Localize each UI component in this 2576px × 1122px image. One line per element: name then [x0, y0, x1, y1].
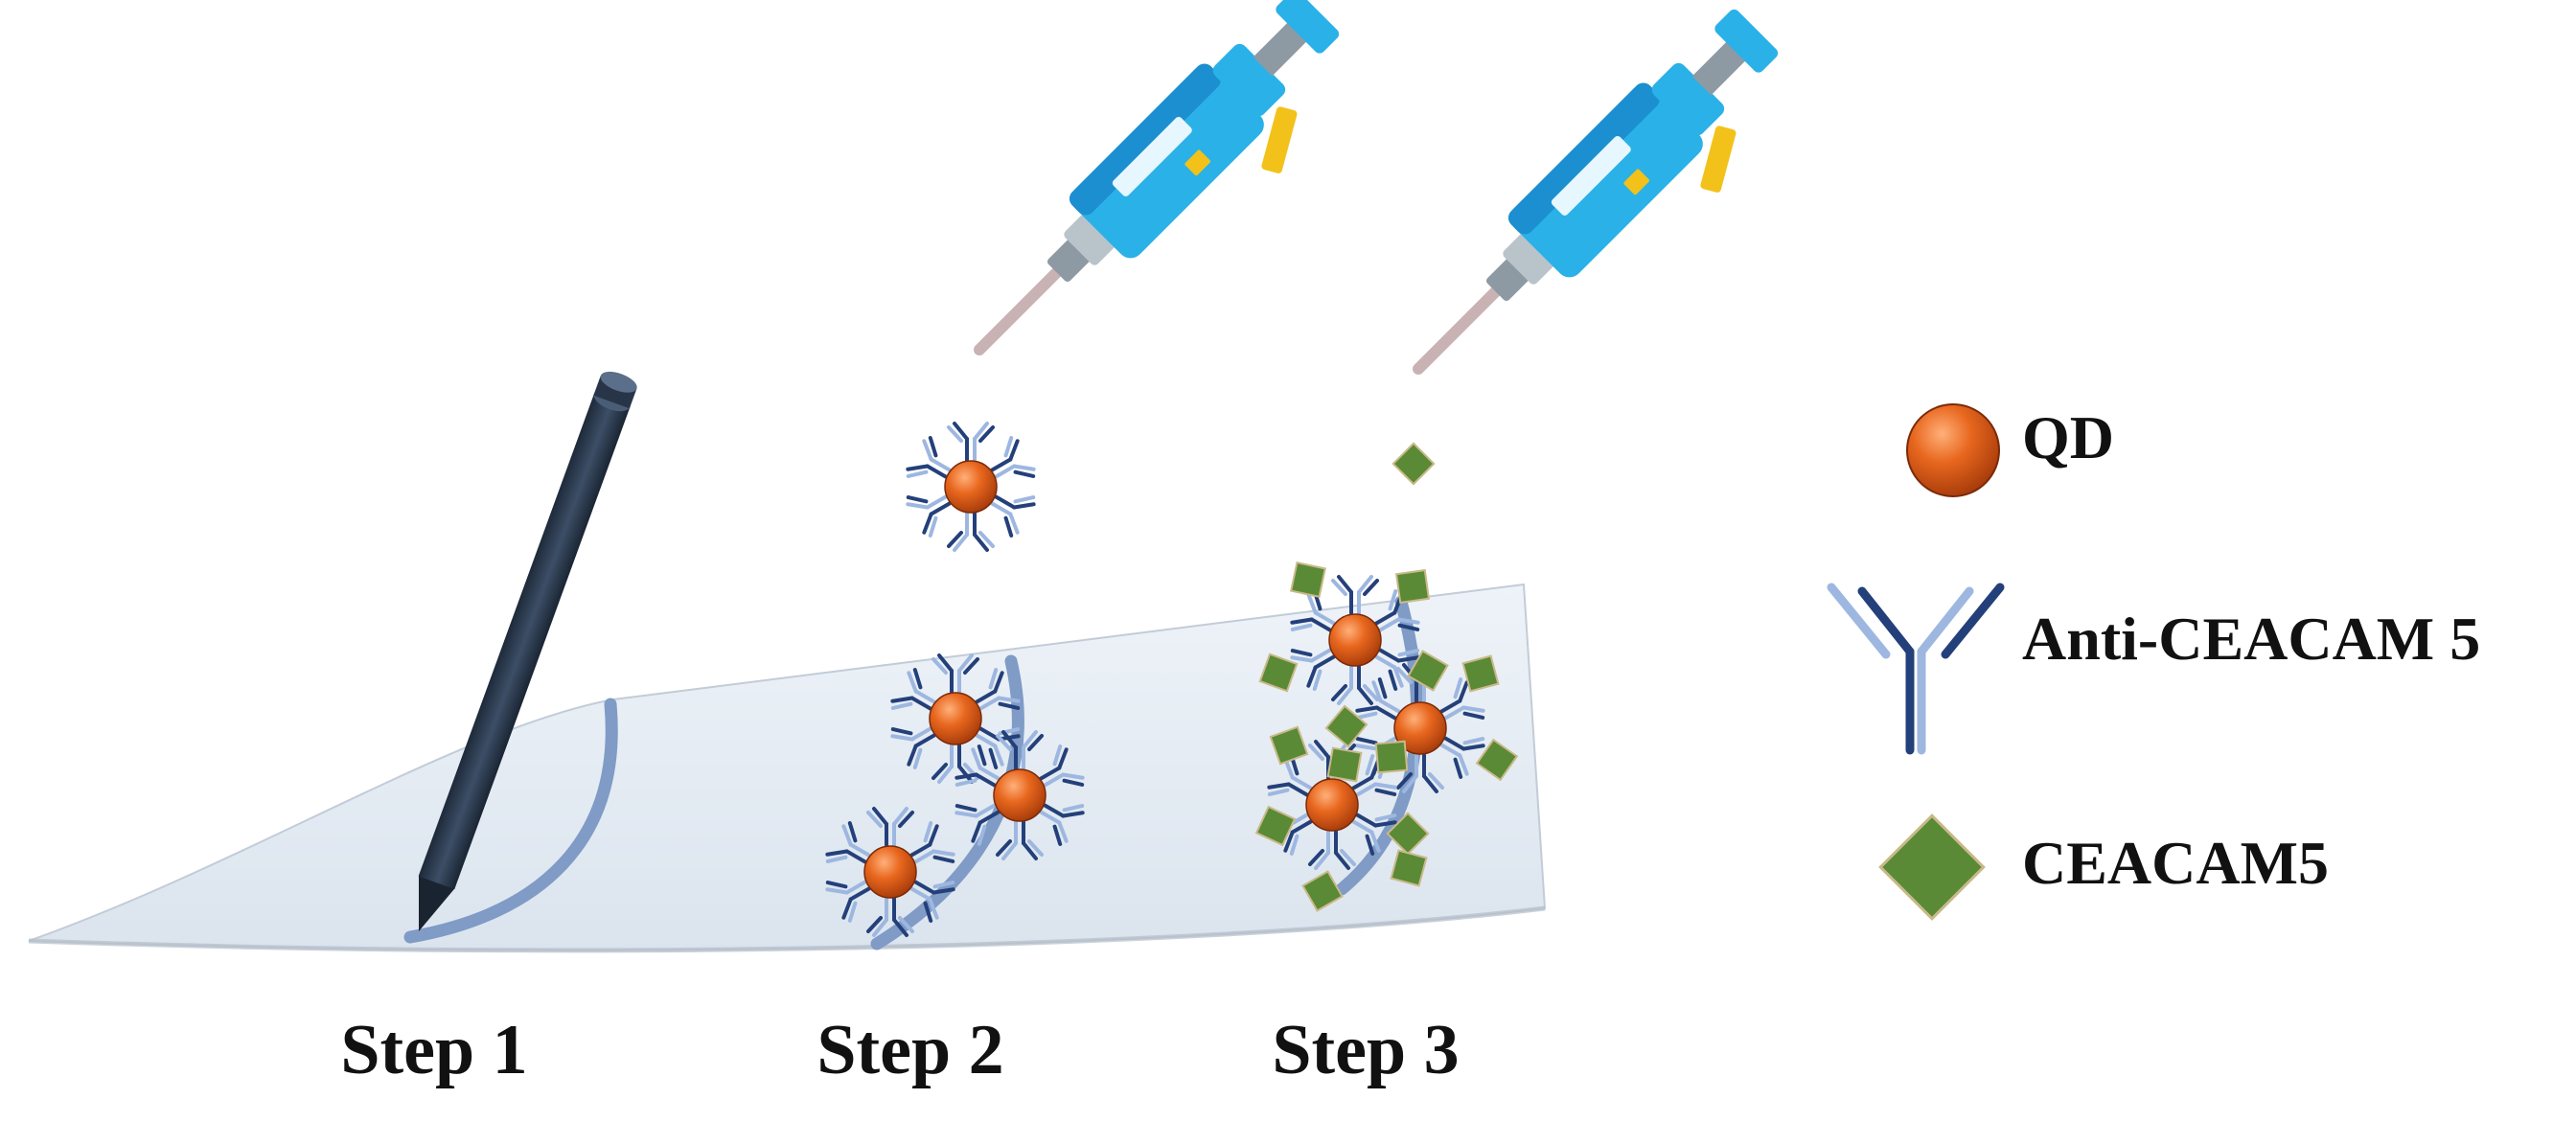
- quantum-dot-icon: [1906, 403, 2000, 497]
- legend-item-antigen: CEACAM5: [1878, 813, 2329, 921]
- pencil-trace: [403, 698, 618, 944]
- legend-item-antibody: Anti-CEACAM 5: [1827, 583, 2480, 755]
- legend: QD Anti-CEACAM 5 CEACAM5: [1827, 403, 2480, 921]
- antigen-diamond: [1392, 442, 1436, 486]
- step1-illustration: [403, 371, 637, 944]
- legend-item-qd: QD: [1906, 403, 2114, 497]
- step1-label: Step 1: [340, 1011, 527, 1089]
- pencil-icon: [418, 371, 637, 931]
- antigen-diamond-icon: [1878, 813, 1986, 921]
- legend-label-antigen: CEACAM5: [2022, 829, 2329, 897]
- legend-label-qd: QD: [2022, 403, 2114, 471]
- step3-illustration: [1255, 0, 1820, 912]
- paper-shadow: [28, 905, 1546, 953]
- legend-label-antibody: Anti-CEACAM 5: [2022, 605, 2480, 673]
- pipette-icon: [947, 0, 1381, 413]
- step3-label: Step 3: [1272, 1011, 1459, 1089]
- step2-illustration: [824, 0, 1381, 950]
- step2-label: Step 2: [816, 1011, 1003, 1089]
- qd-antibody-conjugate: [905, 424, 1036, 550]
- antibody-icon: [1827, 583, 2005, 755]
- pipette-icon: [1386, 0, 1820, 432]
